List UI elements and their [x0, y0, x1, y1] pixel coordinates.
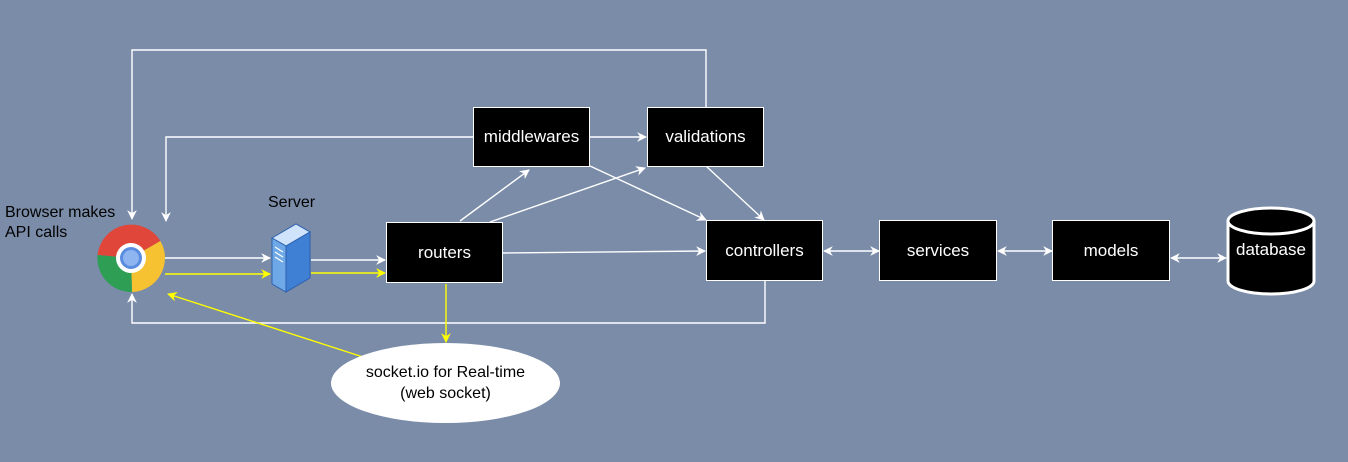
arrow-validations-to-browser: [127, 49, 707, 220]
arrow-routers-to-middlewares: [459, 169, 530, 222]
socket-io-ellipse[interactable]: socket.io for Real-time (web socket): [331, 343, 560, 423]
arrow-routers-to-validations: [489, 166, 646, 223]
node-middlewares[interactable]: middlewares: [473, 107, 590, 167]
browser-label-line1: Browser makes: [5, 204, 116, 221]
arrow-validations-to-controllers: [705, 165, 765, 221]
chrome-icon: [97, 224, 165, 293]
server-label: Server: [268, 194, 316, 211]
node-services[interactable]: services: [879, 220, 997, 281]
database-cylinder: [1226, 206, 1316, 296]
server-icon: [271, 223, 311, 293]
node-routers[interactable]: routers: [386, 222, 503, 283]
node-validations[interactable]: validations: [647, 107, 764, 167]
socket-line2: (web socket): [400, 385, 491, 402]
node-controllers[interactable]: controllers: [706, 220, 823, 281]
browser-label: Browser makes API calls: [5, 203, 115, 243]
browser-label-line2: API calls: [5, 224, 68, 241]
arrow-routers-to-controllers: [502, 246, 706, 256]
arrow-middlewares-to-browser: [161, 136, 474, 222]
arrow-controllers-to-browser: [127, 281, 766, 324]
node-models[interactable]: models: [1052, 220, 1170, 281]
arrow-socket-to-browser: [167, 292, 364, 358]
socket-line1: socket.io for Real-time: [365, 364, 526, 381]
node-database[interactable]: database: [1236, 240, 1306, 259]
arrow-middlewares-to-controllers: [589, 165, 707, 221]
